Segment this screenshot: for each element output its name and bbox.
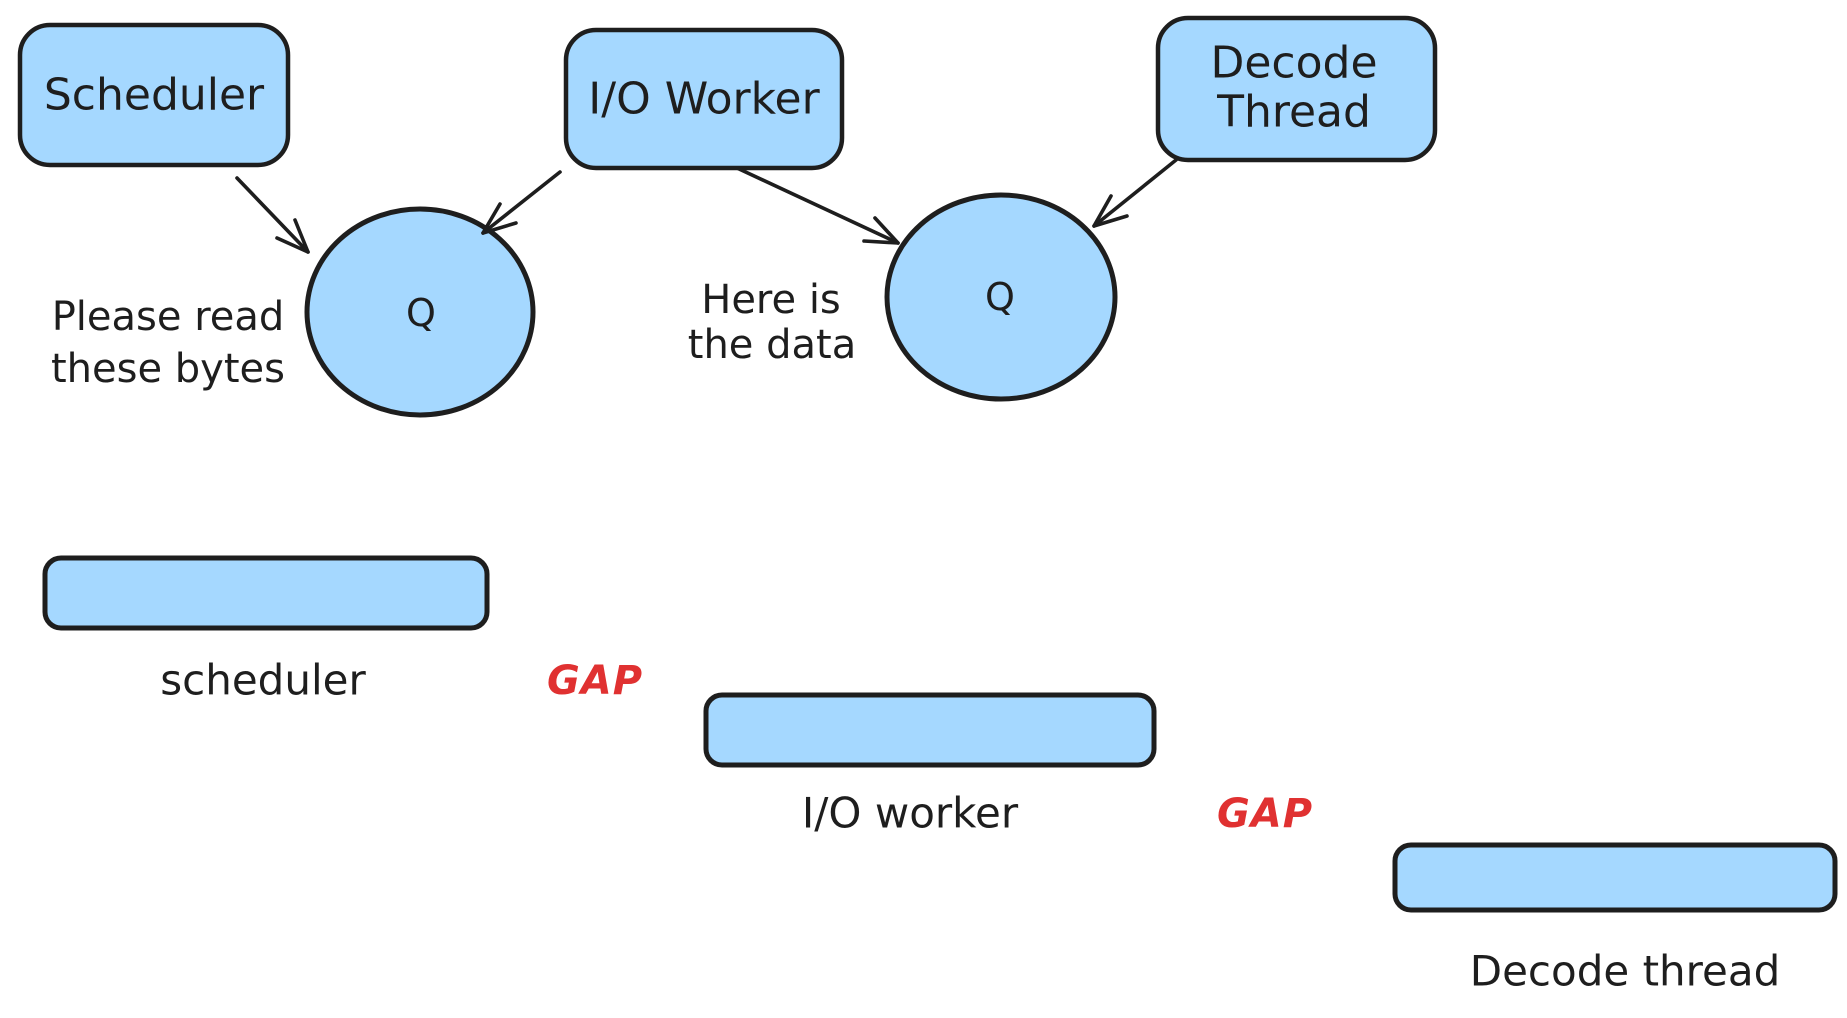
timeline-decode-thread: Decode thread [1392,842,1838,996]
arrow-io-worker-to-queue1 [481,170,562,235]
io-worker-node: I/O Worker [563,27,845,171]
arrow-line [481,170,562,235]
decode-thread-box-shape [1155,15,1438,163]
queue2-node: Q [884,192,1118,402]
queue2-label: Q [985,275,1015,319]
scheduler-box-shape [17,22,291,168]
decode-thread-node: Decode Thread [1155,15,1438,163]
decode-thread-box-label-line1: Decode [1210,38,1377,89]
arrowhead-icon [481,202,518,235]
queue2-circle [884,192,1118,402]
arrow-decode-thread-to-queue2 [1092,158,1178,228]
arrowhead-icon [275,218,310,254]
scheduler-box-label: Scheduler [44,70,265,121]
decode-thread-box-label-line2: Thread [1216,87,1371,138]
caption-scheduler-to-queue: Please read these bytes [51,294,285,392]
timeline-scheduler: scheduler [42,555,490,705]
io-worker-box-label: I/O Worker [588,74,820,125]
arrow-line [1092,158,1178,228]
caption-here-is-line1: Here is [701,277,841,323]
timeline-decode-thread-label: Decode thread [1470,947,1781,996]
gap2-label: GAP [1217,791,1313,837]
gap1-label: GAP [547,658,643,704]
scheduler-node: Scheduler [17,22,291,168]
caption-here-is-line2: the data [688,322,856,368]
arrow-scheduler-to-queue1 [235,176,310,254]
arrow-line [735,166,900,245]
arrow-line [235,176,310,254]
io-worker-box-shape [563,27,845,171]
timeline-io-worker: I/O worker [703,692,1157,838]
timeline-io-worker-label: I/O worker [802,789,1019,838]
caption-please-read-line1: Please read [52,294,285,340]
queue1-circle [304,206,536,418]
arrowhead-icon [1092,194,1129,228]
timeline-decode-thread-bar [1392,842,1838,913]
timeline-scheduler-label: scheduler [160,656,366,705]
timeline-scheduler-bar [42,555,490,631]
queue1-label: Q [406,291,436,335]
arrowhead-icon [862,216,900,245]
caption-please-read-line2: these bytes [51,346,285,392]
arrow-io-worker-to-queue2 [735,166,900,245]
caption-io-to-queue: Here is the data [688,277,856,368]
queue1-node: Q [304,206,536,418]
timeline-io-worker-bar [703,692,1157,768]
